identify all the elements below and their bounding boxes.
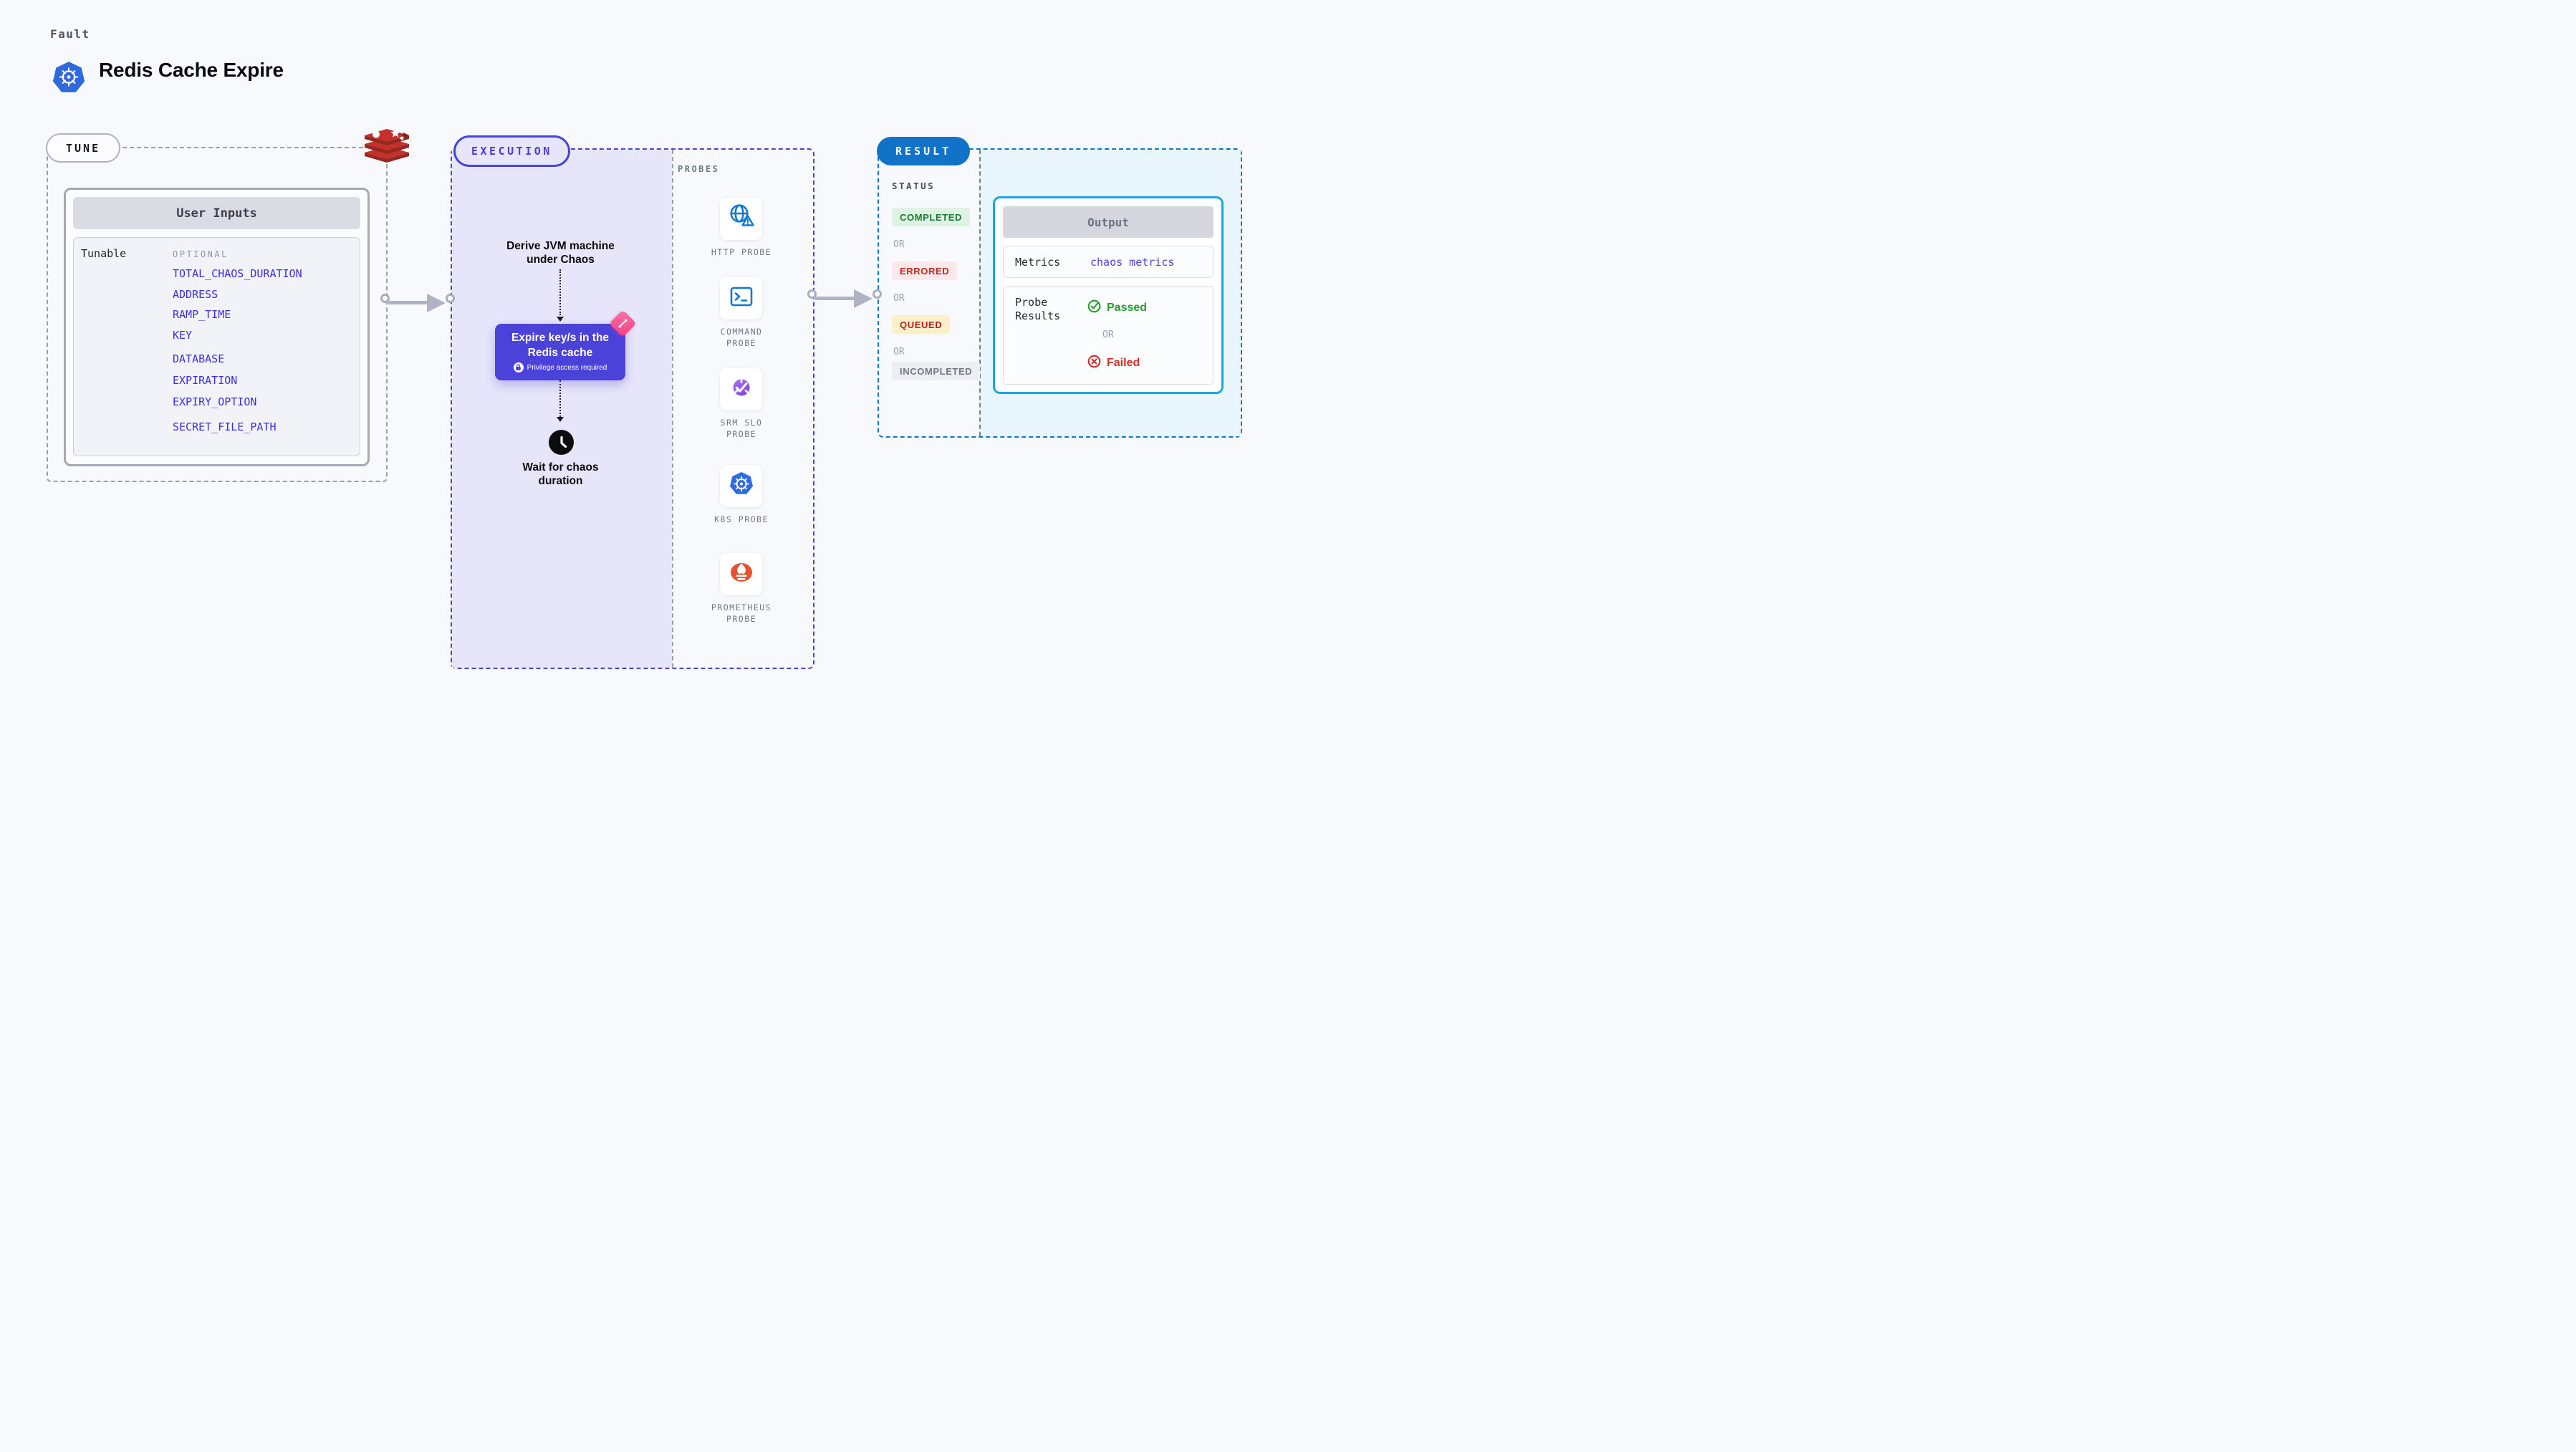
metrics-label: Metrics — [1015, 255, 1061, 269]
dotted-arrowhead — [557, 417, 564, 422]
command-probe-card — [720, 277, 762, 319]
status-badge-queued: QUEUED — [892, 315, 951, 334]
metrics-value: chaos metrics — [1090, 255, 1175, 269]
status-badge-incompleted: INCOMPLETED — [892, 362, 981, 380]
connector-dot — [873, 289, 882, 299]
privilege-chip: Privilege access required — [495, 362, 625, 372]
connector-dot — [380, 294, 390, 303]
probes-panel-label: PROBES — [678, 164, 720, 174]
probe-label: HTTP PROBE — [711, 247, 772, 257]
metrics-row: Metrics chaos metrics — [1003, 246, 1213, 278]
execution-fill-panel — [452, 150, 672, 668]
prometheus-probe-card — [720, 553, 762, 595]
x-circle-icon — [1087, 355, 1101, 372]
env-field: KEY — [173, 329, 193, 342]
srm-slo-probe-card — [720, 368, 762, 410]
kubernetes-title-icon — [51, 60, 87, 95]
user-inputs-card: User Inputs Tunable OPTIONAL TOTAL_CHAOS… — [64, 188, 370, 466]
env-field: EXPIRATION — [173, 374, 238, 387]
env-field: SECRET_FILE_PATH — [173, 420, 277, 433]
probe-label: SRM SLO PROBE — [720, 418, 763, 439]
result-divider — [979, 150, 981, 436]
fault-kicker: Fault — [50, 27, 90, 41]
probe-results-label: Probe Results — [1015, 296, 1061, 322]
chaos-scribble-icon — [609, 309, 637, 337]
dotted-connector — [559, 269, 561, 315]
prometheus-flame-icon — [726, 558, 756, 590]
tune-section-box — [47, 147, 388, 482]
status-label: STATUS — [892, 181, 936, 191]
output-card-header: Output — [1003, 206, 1213, 238]
optional-label: OPTIONAL — [173, 249, 229, 259]
output-card: Output Metrics chaos metrics Probe Resul… — [993, 196, 1224, 394]
passed-label: Passed — [1107, 302, 1148, 314]
page-title: Redis Cache Expire — [99, 59, 284, 81]
env-field: DATABASE — [173, 352, 225, 365]
lock-icon — [513, 362, 524, 372]
globe-alert-icon — [727, 203, 756, 235]
or-label: OR — [893, 347, 905, 357]
probe-results-row: Probe Results Passed OR — [1003, 286, 1213, 385]
or-label: OR — [893, 293, 905, 304]
check-circle-icon — [1087, 299, 1101, 317]
execution-pill: EXECUTION — [453, 135, 570, 167]
redis-logo-icon — [362, 128, 412, 169]
dotted-connector — [559, 380, 561, 417]
user-inputs-header: User Inputs — [73, 197, 360, 229]
connector-dot — [446, 294, 455, 303]
probe-label: PROMETHEUS PROBE — [711, 602, 772, 624]
env-field: RAMP_TIME — [173, 308, 231, 321]
failed-label: Failed — [1107, 357, 1140, 369]
env-field: ADDRESS — [173, 288, 218, 301]
status-badge-completed: COMPLETED — [892, 208, 971, 226]
result-pill: RESULT — [877, 137, 971, 165]
fault-diagram-canvas: Fault Redis Cache Expire TUNE — [0, 0, 1288, 726]
status-badge-errored: ERRORED — [892, 261, 958, 280]
env-field: EXPIRY_OPTION — [173, 395, 257, 408]
or-label: OR — [1102, 330, 1114, 340]
tunable-label: Tunable — [81, 247, 127, 260]
env-field: TOTAL_CHAOS_DURATION — [173, 267, 302, 280]
chaos-fault-node: Expire key/s in the Redis cache Privileg… — [495, 324, 625, 380]
clock-icon — [549, 430, 574, 455]
probe-label: COMMAND PROBE — [720, 327, 763, 348]
slo-gauge-check-icon — [727, 373, 756, 405]
execution-section-box — [451, 148, 814, 669]
failed-row: Failed — [1087, 355, 1140, 372]
k8s-probe-card — [720, 465, 762, 507]
wait-duration-text: Wait for chaos duration — [522, 461, 599, 487]
user-inputs-body — [73, 237, 360, 456]
dotted-arrowhead — [557, 317, 564, 322]
passed-row: Passed — [1087, 299, 1147, 317]
or-label: OR — [893, 239, 905, 250]
probes-panel-divider — [672, 150, 673, 668]
chaos-node-title: Expire key/s in the Redis cache — [511, 332, 610, 359]
probe-label: K8S PROBE — [714, 514, 769, 524]
connector-dot — [807, 289, 817, 299]
derive-jvm-text: Derive JVM machine under Chaos — [506, 240, 615, 266]
tune-pill: TUNE — [46, 133, 121, 163]
http-probe-card — [720, 198, 762, 240]
kubernetes-icon — [727, 470, 756, 502]
terminal-icon — [727, 282, 756, 314]
